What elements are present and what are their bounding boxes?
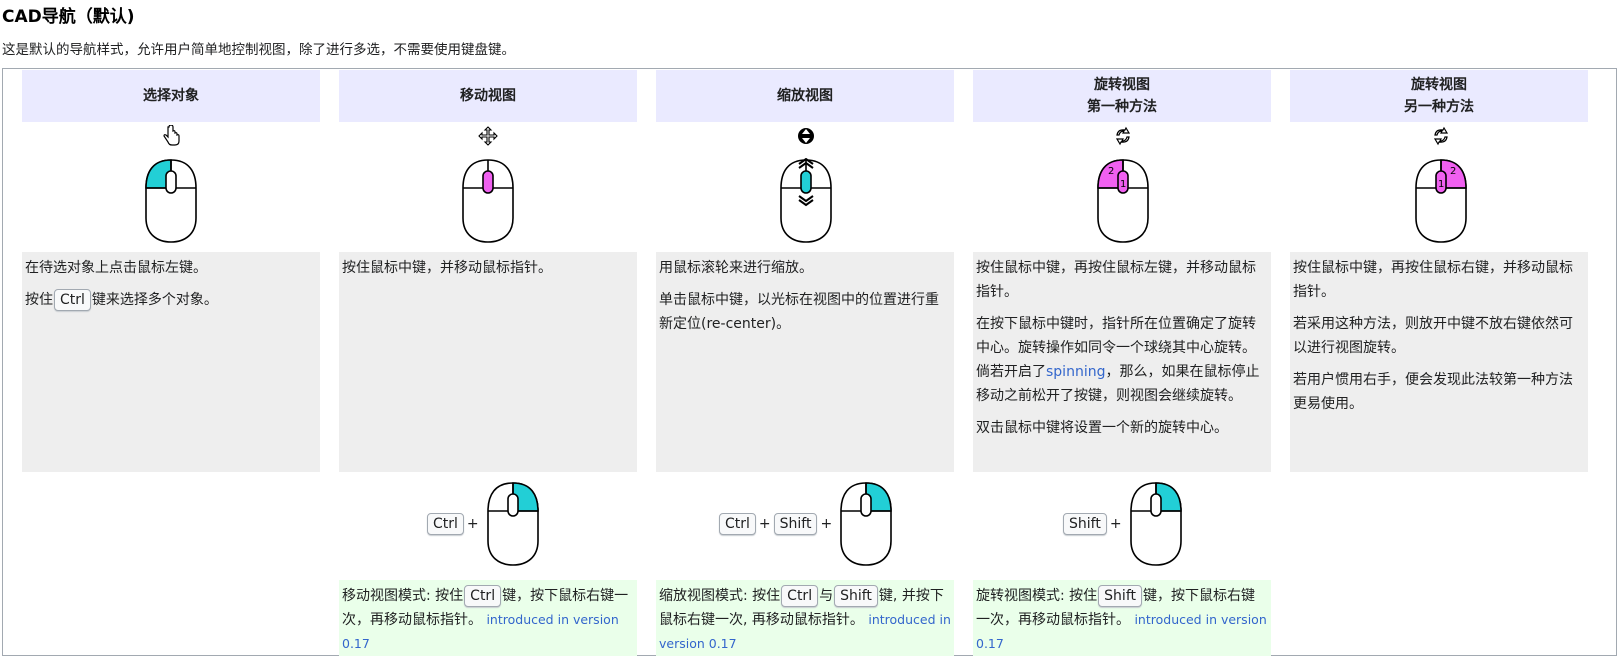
rotate-icon — [1115, 126, 1131, 146]
version-note-link[interactable]: introduced in version 0.17 — [342, 612, 619, 651]
mouse-middle-right-click-icon: 2 1 — [1415, 159, 1467, 243]
header-zoom: 缩放视图 — [656, 70, 954, 122]
header-label: 旋转视图 — [1094, 77, 1150, 93]
svg-text:1: 1 — [1120, 179, 1126, 190]
mode-text: 键，按下鼠标右键一次，再移动鼠标指针。 — [342, 588, 629, 628]
mode-text: 旋转视图模式: 按住 — [976, 588, 1098, 604]
mouse-scroll-wheel-icon — [780, 158, 832, 243]
svg-text:2: 2 — [1450, 166, 1456, 177]
mouse-right-click-icon — [486, 482, 539, 566]
move-arrows-icon — [478, 126, 498, 146]
mouse-middle-left-click-icon: 2 1 — [1097, 159, 1149, 243]
desc-rotate-1: 按住鼠标中键，再按住鼠标左键，并移动鼠标指针。 在按下鼠标中键时，指针所在位置确… — [973, 252, 1271, 472]
plus-sign: + — [466, 516, 479, 532]
page-intro: 这是默认的导航样式，允许用户简单地控制视图，除了进行多选，不需要使用键盘键。 — [2, 42, 515, 58]
desc-text: 键来选择多个对象。 — [91, 292, 218, 308]
desc-paragraph: 单击鼠标中键，以光标在视图中的位置进行重新定位(re-center)。 — [659, 292, 939, 332]
mouse-left-click-icon — [145, 159, 197, 243]
desc-zoom: 用鼠标滚轮来进行缩放。 单击鼠标中键，以光标在视图中的位置进行重新定位(re-c… — [656, 252, 954, 472]
desc-text: ，那么，如果在鼠标停止移动之前松开了按键，则视图会继续旋转。 — [976, 364, 1260, 404]
svg-text:2: 2 — [1108, 166, 1114, 177]
header-select: 选择对象 — [22, 70, 320, 122]
header-rotate-1: 旋转视图 第一种方法 — [973, 70, 1271, 122]
header-sublabel: 另一种方法 — [1404, 99, 1474, 115]
ctrl-key: Ctrl — [427, 513, 464, 535]
mode-text: 移动视图模式: 按住 — [342, 588, 464, 604]
header-label: 缩放视图 — [777, 88, 833, 104]
plus-sign: + — [758, 516, 771, 532]
desc-paragraph: 按住鼠标中键，再按住鼠标右键，并移动鼠标指针。 — [1293, 260, 1573, 300]
header-rotate-2: 旋转视图 另一种方法 — [1290, 70, 1588, 122]
shift-key: Shift — [834, 585, 878, 607]
ctrl-key: Ctrl — [781, 585, 819, 607]
shift-key: Shift — [773, 513, 818, 535]
page-title: CAD导航（默认) — [2, 7, 135, 27]
version-note-link[interactable]: introduced in version 0.17 — [659, 612, 951, 651]
mode-text: 缩放视图模式: 按住 — [659, 588, 781, 604]
header-label: 旋转视图 — [1411, 77, 1467, 93]
mouse-right-click-icon — [1129, 482, 1182, 566]
plus-sign: + — [1109, 516, 1122, 532]
shift-key: Shift — [1063, 513, 1107, 535]
svg-text:1: 1 — [1438, 179, 1444, 190]
spinning-link[interactable]: spinning — [1046, 364, 1106, 380]
ctrl-key: Ctrl — [719, 513, 756, 535]
desc-text: 按住 — [25, 292, 53, 308]
combo-rotate: Shift + — [1062, 481, 1184, 567]
desc-paragraph: 按住鼠标中键，再按住鼠标左键，并移动鼠标指针。 — [976, 260, 1256, 300]
desc-paragraph: 用鼠标滚轮来进行缩放。 — [659, 260, 813, 276]
ctrl-key: Ctrl — [464, 585, 502, 607]
mouse-right-click-icon — [840, 482, 893, 566]
desc-paragraph: 若采用这种方法，则放开中键不放右键依然可以进行视图旋转。 — [1293, 316, 1573, 356]
combo-zoom: Ctrl + Shift + — [718, 481, 894, 567]
desc-paragraph: 双击鼠标中键将设置一个新的旋转中心。 — [976, 420, 1228, 436]
ctrl-key: Ctrl — [54, 289, 91, 311]
mode-text: 与 — [819, 588, 834, 604]
desc-text: 在按下鼠标中键时，指针所在位置确定了旋转中心。旋转操作如同令一个球绕其中心旋转。… — [976, 316, 1256, 380]
hand-pointer-icon — [163, 125, 180, 146]
version-note-link[interactable]: introduced in version 0.17 — [976, 612, 1267, 651]
combo-pan: Ctrl + — [426, 481, 541, 567]
mode-text: 键, 并按下鼠标右键一次, 再移动鼠标指针。 — [659, 588, 944, 628]
desc-paragraph: 在待选对象上点击鼠标左键。 — [25, 260, 207, 276]
desc-paragraph: 按住鼠标中键，并移动鼠标指针。 — [342, 260, 552, 276]
header-pan: 移动视图 — [339, 70, 637, 122]
rotate-icon — [1433, 126, 1449, 146]
desc-paragraph: 若用户惯用右手，便会发现此法较第一种方法更易使用。 — [1293, 372, 1573, 412]
desc-paragraph: 在按下鼠标中键时，指针所在位置确定了旋转中心。旋转操作如同令一个球绕其中心旋转。… — [976, 312, 1268, 408]
zoom-updown-icon — [798, 128, 814, 144]
plus-sign: + — [820, 516, 833, 532]
header-label: 移动视图 — [460, 88, 516, 104]
header-label: 选择对象 — [143, 88, 199, 104]
header-sublabel: 第一种方法 — [1087, 99, 1157, 115]
mouse-middle-click-icon — [462, 159, 514, 243]
desc-rotate-2: 按住鼠标中键，再按住鼠标右键，并移动鼠标指针。 若采用这种方法，则放开中键不放右… — [1290, 252, 1588, 472]
mode-text: 键，按下鼠标右键一次，再移动鼠标指针。 — [976, 588, 1255, 628]
shift-key: Shift — [1098, 585, 1142, 607]
desc-pan: 按住鼠标中键，并移动鼠标指针。 — [339, 252, 637, 472]
